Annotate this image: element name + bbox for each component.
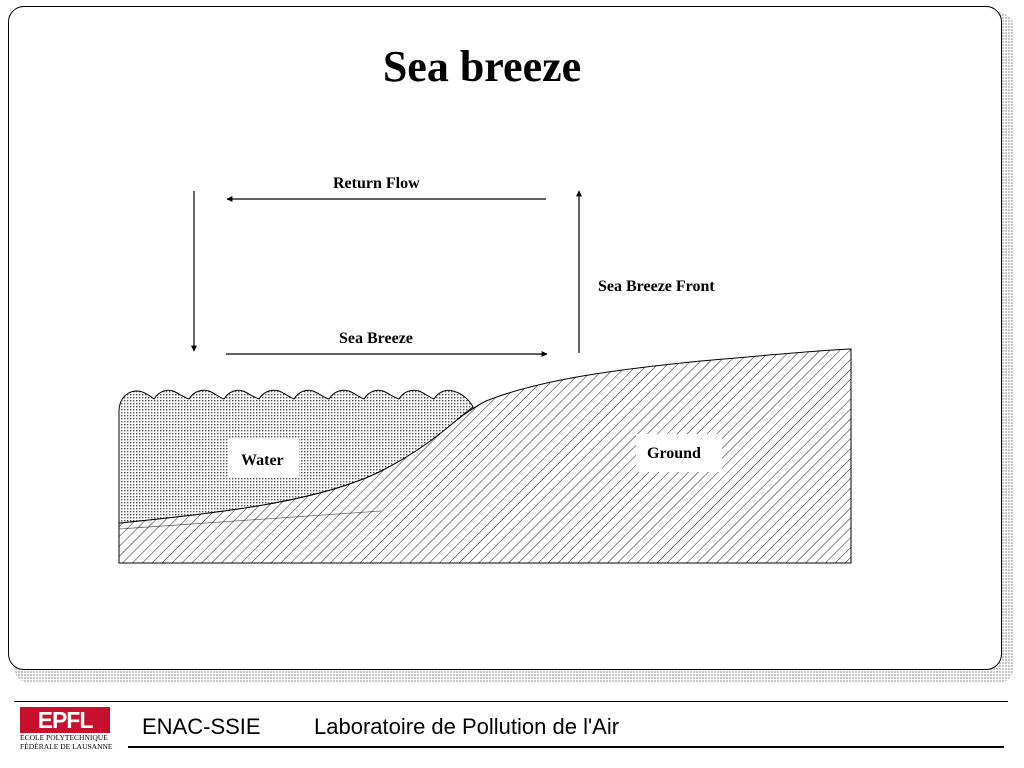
- footer-underline: [128, 746, 1004, 748]
- logo-line-1: ÉCOLE POLYTECHNIQUE: [20, 733, 108, 742]
- water-label-box: [229, 438, 299, 478]
- footer-laboratory: Laboratoire de Pollution de l'Air: [314, 714, 620, 739]
- epfl-logo-mark: EPFL: [20, 707, 110, 733]
- return-flow-label: Return Flow: [333, 175, 420, 192]
- ground-label-box: [636, 434, 722, 472]
- slide-title: Sea breeze: [382, 42, 582, 91]
- slide-frame: Sea breeze Return Flow: [8, 6, 1002, 670]
- sea-breeze-front-label: Sea Breeze Front: [598, 278, 715, 295]
- ground-label: Ground: [647, 445, 701, 462]
- sea-breeze-diagram: Return Flow Sea Breeze Front Sea Breeze …: [118, 175, 852, 564]
- footer-divider: [14, 701, 1008, 702]
- epfl-logo: EPFL ÉCOLE POLYTECHNIQUE FÉDÉRALE DE LAU…: [20, 707, 118, 753]
- sea-breeze-label: Sea Breeze: [339, 330, 413, 347]
- footer-department: ENAC-SSIE: [142, 714, 261, 739]
- logo-line-2: FÉDÉRALE DE LAUSANNE: [20, 742, 113, 751]
- base-band-line: [118, 510, 382, 530]
- water-label: Water: [241, 452, 284, 469]
